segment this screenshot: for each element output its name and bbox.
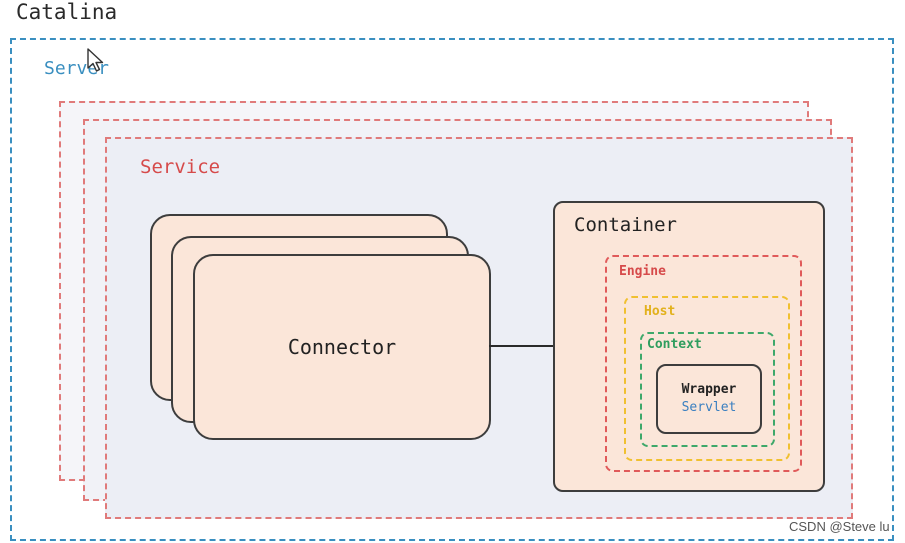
wrapper-box: Wrapper Servlet [656, 364, 762, 434]
service-label: Service [140, 156, 221, 178]
container-label: Container [574, 214, 677, 236]
engine-label: Engine [619, 264, 666, 279]
catalina-title: Catalina [16, 0, 118, 24]
container-box [553, 201, 825, 492]
server-box [10, 38, 894, 541]
wrapper-label: Wrapper [681, 382, 737, 397]
servlet-label: Servlet [681, 400, 737, 415]
engine-box [605, 255, 802, 472]
mouse-pointer-icon [87, 48, 104, 72]
connector-label: Connector [287, 335, 397, 359]
host-label: Host [644, 304, 676, 319]
context-box [640, 332, 775, 447]
host-box [624, 296, 790, 461]
context-label: Context [647, 337, 702, 352]
connector-card-front: Connector [193, 254, 491, 440]
watermark: CSDN @Steve lu [789, 519, 890, 534]
connector-container-link [489, 345, 554, 347]
